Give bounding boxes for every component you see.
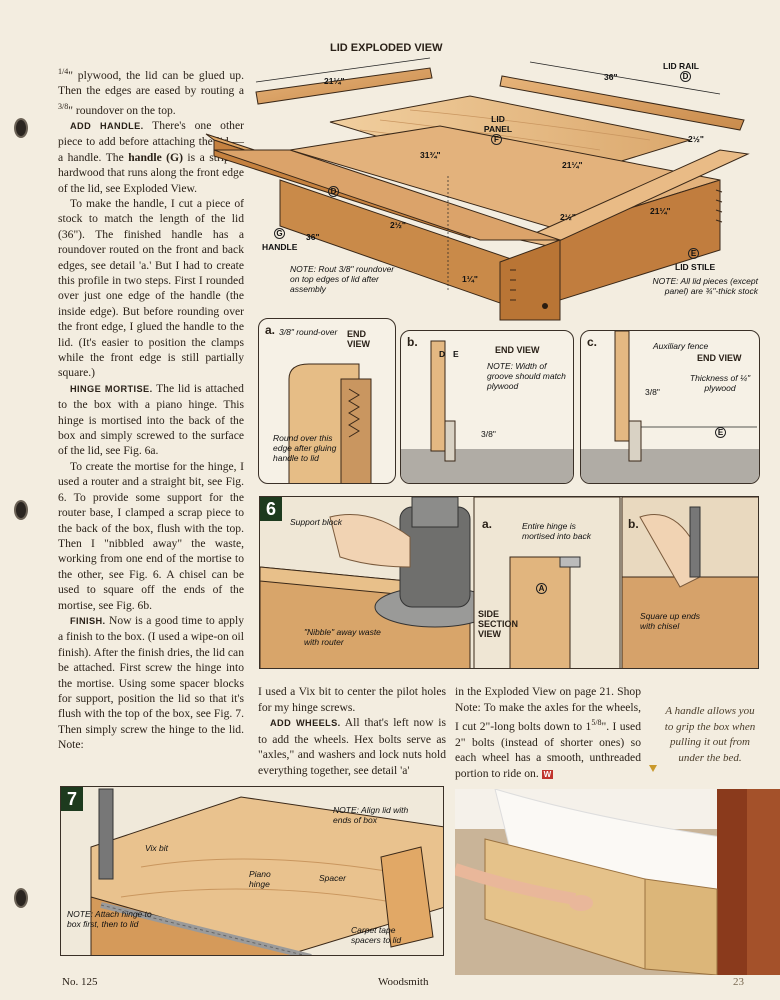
binder-hole: [14, 500, 28, 520]
lid-exploded-view-drawing: [205, 57, 750, 321]
note: NOTE: All lid pieces (except panel) are …: [652, 276, 759, 296]
footer-magazine: Woodsmith: [378, 976, 429, 988]
end-view-label: END VIEW: [495, 345, 540, 355]
dimension-label: 36": [306, 232, 320, 242]
part-id-circle: D: [680, 71, 691, 82]
dimension-label: 36": [604, 72, 618, 82]
part-id-circle: E: [688, 248, 699, 259]
paragraph: To make the handle, I cut a piece of sto…: [58, 196, 244, 380]
note: NOTE: Rout 3/8" roundover on top edges o…: [290, 264, 395, 294]
paragraph: HINGE MORTISE. The lid is attached to th…: [58, 381, 244, 458]
note: NOTE: Attach hinge to box first, then to…: [67, 909, 152, 929]
note: Auxiliary fence: [653, 341, 709, 351]
note: Round over this edge after gluing handle…: [273, 433, 337, 463]
section-heading: ADD HANDLE.: [70, 120, 144, 131]
binder-hole: [14, 888, 28, 908]
note: Square up ends with chisel: [640, 611, 701, 631]
part-id-circle: A: [536, 583, 547, 594]
paragraph: ADD HANDLE. There's one other piece to a…: [58, 118, 244, 195]
figure-number: 6: [260, 497, 282, 521]
note: Thickness of ¼" plywood: [689, 373, 751, 393]
part-id-circle: E: [453, 349, 459, 359]
note: 3/8" round-over: [279, 327, 338, 337]
dimension-label: 21¼": [650, 206, 671, 216]
dimension-label: 1¼": [462, 274, 478, 284]
part-id-circle: G: [274, 228, 285, 239]
part-label: HANDLE: [262, 242, 298, 252]
part-id-circle: E: [715, 427, 726, 438]
note: NOTE: Align lid with ends of box: [333, 805, 409, 825]
part-label: LID PANEL: [483, 114, 513, 134]
part-label: LID STILE: [675, 262, 716, 272]
figure-7: 7 Vix bit NOTE: Align lid with ends of b…: [60, 786, 444, 956]
dimension-label: 3/8": [645, 387, 660, 397]
photo-handle-drawer: [455, 789, 780, 975]
paragraph: 1/4" plywood, the lid can be glued up. T…: [58, 67, 244, 117]
detail-tag: a.: [482, 517, 493, 531]
end-view-label: END VIEW: [697, 353, 742, 363]
middle-text-column: I used a Vix bit to center the pilot hol…: [258, 684, 446, 779]
note: NOTE: Width of groove should match plywo…: [487, 361, 566, 391]
left-text-column: 1/4" plywood, the lid can be glued up. T…: [58, 64, 244, 753]
detail-c-drawing: [581, 331, 759, 483]
note: Carpet tape spacers to lid: [351, 925, 402, 945]
figure-7-drawing: [90, 788, 443, 955]
footer-page-number: 23: [733, 976, 744, 988]
section-heading: HINGE MORTISE.: [70, 383, 153, 394]
note: Piano hinge: [249, 869, 271, 889]
diagram-title: LID EXPLODED VIEW: [330, 42, 443, 54]
detail-tag: b.: [628, 517, 639, 531]
figure-number: 7: [61, 787, 83, 811]
paragraph: ADD WHEELS. All that's left now is to ad…: [258, 716, 446, 777]
dimension-label: 2½": [390, 220, 406, 230]
paragraph: FINISH. Now is a good time to apply a fi…: [58, 613, 244, 752]
section-heading: FINISH.: [70, 615, 106, 626]
detail-tag: b.: [407, 335, 418, 349]
caption-arrow-icon: [649, 765, 657, 772]
note: "Nibble" away waste with router: [304, 627, 381, 647]
detail-c: c. Auxiliary fence END VIEW Thickness of…: [580, 330, 760, 484]
dimension-label: 21¼": [324, 76, 345, 86]
paragraph: in the Exploded View on page 21. Shop No…: [455, 685, 642, 780]
figure-6-drawing: [260, 497, 758, 668]
figure-6: 6 Support block "Nibble" away waste with…: [259, 496, 759, 669]
paragraph: To create the mortise for the hinge, I u…: [58, 459, 244, 612]
photo-caption: A handle allows you to grip the box when…: [664, 705, 756, 764]
dimension-label: 2½": [560, 212, 576, 222]
detail-tag: a.: [265, 323, 276, 337]
detail-b-drawing: [401, 340, 573, 483]
note: Spacer: [319, 873, 346, 883]
note: Vix bit: [145, 843, 168, 853]
dimension-label: 3/8": [481, 429, 496, 439]
detail-b: b. D E END VIEW NOTE: Width of groove sh…: [400, 330, 574, 484]
photo-drawing: [455, 789, 780, 975]
detail-tag: c.: [587, 335, 598, 349]
part-id-circle: D: [328, 186, 339, 197]
detail-a: a. 3/8" round-over END VIEW Round over t…: [258, 318, 396, 484]
end-view-label: END VIEW: [347, 329, 371, 349]
section-view-label: SIDE SECTION VIEW: [478, 609, 519, 639]
binder-hole: [14, 118, 28, 138]
dimension-label: 31¾": [420, 150, 441, 160]
footer-issue: No. 125: [62, 976, 98, 988]
paragraph: I used a Vix bit to center the pilot hol…: [258, 685, 446, 714]
note: Support block: [290, 517, 342, 527]
part-id-circle: D: [439, 349, 446, 359]
part-label: LID RAIL: [663, 61, 699, 71]
section-heading: ADD WHEELS.: [270, 718, 341, 729]
dimension-label: 21¼": [562, 160, 583, 170]
end-mark: W: [541, 769, 554, 779]
right-text-column: in the Exploded View on page 21. Shop No…: [455, 684, 641, 782]
detail-a-drawing: [288, 363, 372, 483]
part-id-circle: F: [491, 134, 502, 145]
note: Entire hinge is mortised into back: [522, 521, 591, 541]
dimension-label: 2½": [688, 134, 704, 144]
